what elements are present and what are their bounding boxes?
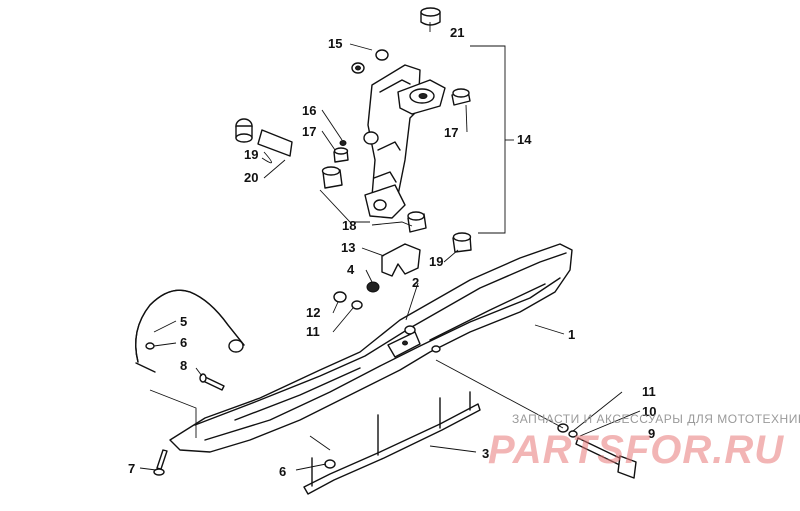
callout-9: 9 bbox=[648, 426, 655, 441]
callout-17-left: 17 bbox=[302, 124, 316, 139]
ski-handle bbox=[135, 289, 245, 373]
callout-7: 7 bbox=[128, 461, 135, 476]
leader-lines bbox=[139, 22, 641, 471]
screw-7 bbox=[156, 449, 168, 470]
watermark-logo: PARTSFOR.RU bbox=[488, 428, 785, 472]
callout-8: 8 bbox=[180, 358, 187, 373]
callout-17-right: 17 bbox=[444, 125, 458, 140]
callout-11-left: 11 bbox=[306, 324, 320, 339]
callout-4: 4 bbox=[347, 262, 355, 277]
nut-6 bbox=[324, 459, 336, 469]
callout-18: 18 bbox=[342, 218, 356, 233]
callout-15: 15 bbox=[328, 36, 342, 51]
callout-labels: 21 15 16 17 17 14 19 20 18 13 4 19 2 12 … bbox=[128, 25, 656, 479]
watermark-tagline: ЗАПЧАСТИ И АКСЕССУАРЫ ДЛЯ МОТОТЕХНИКИ bbox=[512, 412, 800, 426]
callout-5: 5 bbox=[180, 314, 187, 329]
callout-6-top: 6 bbox=[180, 335, 187, 350]
callout-10: 10 bbox=[642, 404, 656, 419]
callout-12: 12 bbox=[306, 305, 320, 320]
bracket-14 bbox=[470, 45, 506, 234]
callout-16: 16 bbox=[302, 103, 316, 118]
saddle-13 bbox=[381, 243, 421, 277]
nut-4 bbox=[366, 281, 380, 293]
ski bbox=[169, 243, 573, 453]
callout-2: 2 bbox=[412, 275, 419, 290]
callout-6-bottom: 6 bbox=[279, 464, 286, 479]
callout-11-right: 11 bbox=[642, 384, 656, 399]
callout-21: 21 bbox=[450, 25, 464, 40]
washer-11 bbox=[351, 300, 363, 310]
callout-1: 1 bbox=[568, 327, 575, 342]
callout-13: 13 bbox=[341, 240, 355, 255]
pivot-bolt bbox=[557, 423, 637, 479]
washer-12 bbox=[333, 291, 347, 303]
callout-19-top: 19 bbox=[244, 147, 258, 162]
callout-14: 14 bbox=[517, 132, 532, 147]
wear-bar bbox=[303, 391, 481, 495]
spindle-assembly bbox=[235, 7, 472, 253]
callout-3: 3 bbox=[482, 446, 489, 461]
callout-19-bottom: 19 bbox=[429, 254, 443, 269]
callout-20: 20 bbox=[244, 170, 258, 185]
